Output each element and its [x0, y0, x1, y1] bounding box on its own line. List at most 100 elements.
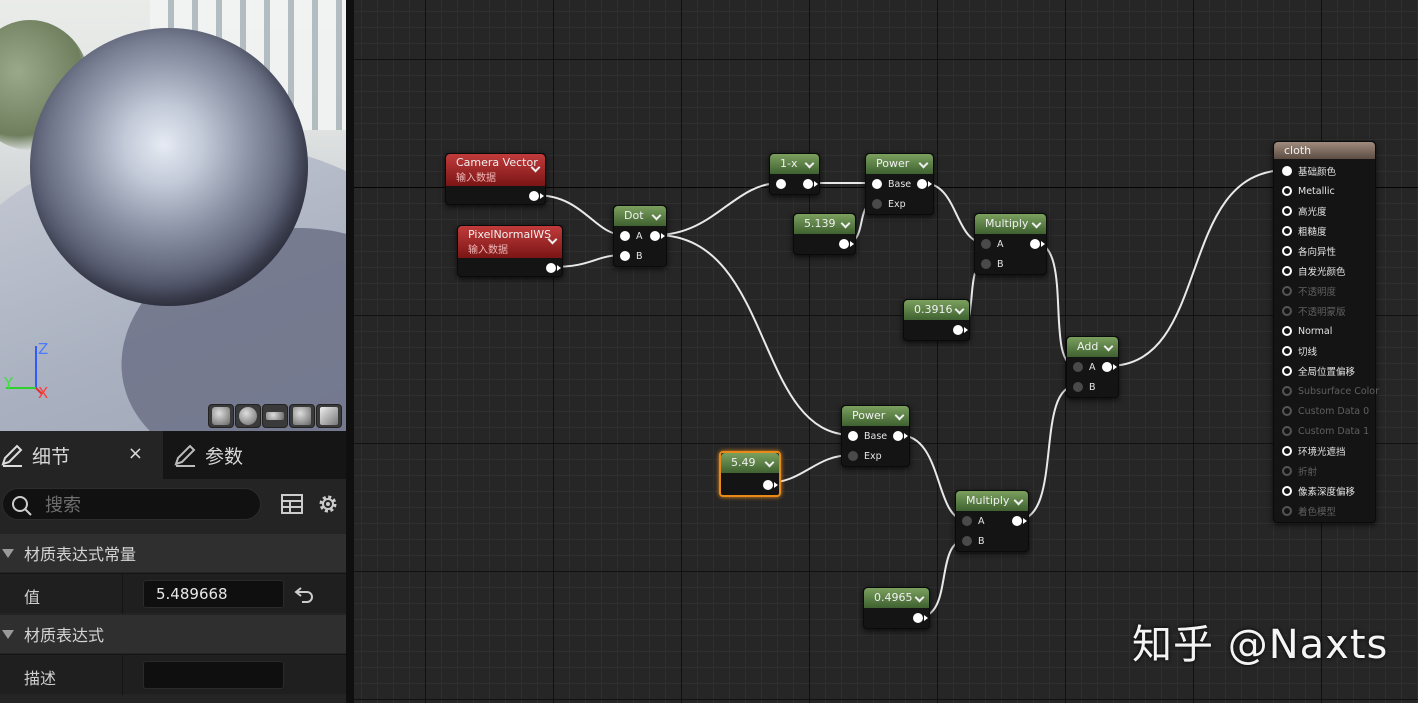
- search-input[interactable]: [45, 492, 245, 518]
- cylinder-preview-button[interactable]: [208, 404, 234, 428]
- output-pin[interactable]: [953, 325, 968, 335]
- material-input-pin[interactable]: [1282, 266, 1292, 276]
- node-constant-5139[interactable]: 5.139: [793, 213, 856, 255]
- chevron-down-icon[interactable]: [954, 304, 965, 315]
- close-icon[interactable]: ×: [127, 443, 143, 464]
- node-dot[interactable]: Dot A B: [613, 205, 667, 267]
- reset-to-default-icon[interactable]: [294, 585, 314, 603]
- node-header[interactable]: 0.3916: [904, 300, 969, 320]
- node-multiply-2[interactable]: Multiply A B: [955, 490, 1029, 552]
- node-header[interactable]: cloth: [1274, 142, 1375, 159]
- value-input[interactable]: [143, 580, 284, 608]
- gear-icon[interactable]: [315, 491, 341, 517]
- node-header[interactable]: 1-x: [770, 154, 819, 174]
- output-pin[interactable]: [1030, 239, 1045, 249]
- node-multiply-1[interactable]: Multiply A B: [974, 213, 1047, 275]
- input-pin[interactable]: [1073, 382, 1083, 392]
- input-pin[interactable]: [872, 179, 882, 189]
- chevron-down-icon[interactable]: [918, 158, 929, 169]
- chevron-down-icon[interactable]: [914, 592, 925, 603]
- input-pin[interactable]: [776, 179, 786, 189]
- node-header[interactable]: 0.4965: [864, 588, 929, 608]
- sphere-preview-button[interactable]: [235, 404, 261, 428]
- search-box[interactable]: [2, 488, 261, 520]
- output-pin[interactable]: [546, 263, 561, 273]
- node-constant-04965[interactable]: 0.4965: [863, 587, 930, 629]
- node-header[interactable]: 5.49: [721, 453, 779, 473]
- input-pin[interactable]: [872, 199, 882, 209]
- panel-splitter[interactable]: [346, 0, 354, 703]
- material-input-pin[interactable]: [1282, 226, 1292, 236]
- node-constant-549[interactable]: 5.49: [719, 451, 781, 497]
- section-expression[interactable]: 材质表达式: [0, 615, 346, 653]
- output-pin[interactable]: [913, 613, 928, 623]
- output-pin[interactable]: [803, 179, 818, 189]
- table-view-icon[interactable]: [280, 492, 304, 516]
- input-pin[interactable]: [848, 451, 858, 461]
- output-material-pin: 切线: [1282, 343, 1317, 359]
- input-pin[interactable]: [620, 251, 630, 261]
- material-input-pin[interactable]: [1282, 206, 1292, 216]
- output-pin[interactable]: [1012, 516, 1027, 526]
- material-input-pin[interactable]: [1282, 446, 1292, 456]
- node-power-2[interactable]: Power Base Exp: [841, 405, 910, 467]
- node-header[interactable]: Dot: [614, 206, 666, 226]
- cube-preview-button[interactable]: [289, 404, 315, 428]
- node-header[interactable]: Camera Vector 输入数据: [446, 154, 545, 186]
- chevron-down-icon[interactable]: [1013, 495, 1024, 506]
- input-pin[interactable]: [962, 536, 972, 546]
- chevron-down-icon[interactable]: [651, 210, 662, 221]
- material-preview-viewport[interactable]: Z Y X: [0, 0, 346, 431]
- material-input-pin[interactable]: [1282, 346, 1292, 356]
- node-pixel-normal-ws[interactable]: PixelNormalWS 输入数据: [457, 225, 563, 277]
- plane-preview-button[interactable]: [262, 404, 288, 428]
- input-pin[interactable]: [1073, 362, 1083, 372]
- node-header[interactable]: Power: [866, 154, 933, 174]
- chevron-down-icon[interactable]: [1031, 218, 1042, 229]
- material-input-pin[interactable]: [1282, 166, 1292, 176]
- pin-label: 着色模型: [1298, 507, 1337, 518]
- output-pin[interactable]: [529, 191, 544, 201]
- node-header[interactable]: Add: [1067, 337, 1118, 357]
- node-title: cloth: [1284, 144, 1312, 157]
- description-input[interactable]: [143, 661, 284, 689]
- material-input-pin[interactable]: [1282, 366, 1292, 376]
- input-pin[interactable]: [981, 239, 991, 249]
- output-pin[interactable]: [763, 480, 778, 490]
- output-pin[interactable]: [839, 239, 854, 249]
- tab-details[interactable]: 细节 ×: [0, 431, 163, 479]
- input-pin[interactable]: [848, 431, 858, 441]
- chevron-down-icon[interactable]: [894, 410, 905, 421]
- node-header[interactable]: Multiply: [956, 491, 1028, 511]
- input-pin[interactable]: [962, 516, 972, 526]
- node-header[interactable]: PixelNormalWS 输入数据: [458, 226, 562, 258]
- node-header[interactable]: Multiply: [975, 214, 1046, 234]
- output-pin[interactable]: [917, 179, 932, 189]
- node-add[interactable]: Add A B: [1066, 336, 1119, 398]
- node-header[interactable]: Power: [842, 406, 909, 426]
- material-input-pin[interactable]: [1282, 246, 1292, 256]
- material-graph-canvas[interactable]: Camera Vector 输入数据 PixelNormalWS 输入数据 Do…: [354, 0, 1418, 703]
- input-pin-exp: Exp: [848, 448, 882, 464]
- chevron-down-icon[interactable]: [764, 457, 775, 468]
- material-input-pin[interactable]: [1282, 186, 1292, 196]
- tab-parameters[interactable]: 参数: [163, 431, 346, 479]
- input-pin[interactable]: [620, 231, 630, 241]
- node-camera-vector[interactable]: Camera Vector 输入数据: [445, 153, 546, 205]
- chevron-down-icon[interactable]: [840, 218, 851, 229]
- node-power-1[interactable]: Power Base Exp: [865, 153, 934, 215]
- output-pin[interactable]: [1102, 362, 1117, 372]
- chevron-down-icon[interactable]: [1103, 341, 1114, 352]
- input-pin[interactable]: [981, 259, 991, 269]
- chevron-down-icon[interactable]: [804, 158, 815, 169]
- output-pin[interactable]: [893, 431, 908, 441]
- section-expression-constant[interactable]: 材质表达式常量: [0, 534, 346, 572]
- node-header[interactable]: 5.139: [794, 214, 855, 234]
- node-constant-03916[interactable]: 0.3916: [903, 299, 970, 341]
- material-input-pin[interactable]: [1282, 486, 1292, 496]
- node-one-minus[interactable]: 1-x: [769, 153, 820, 195]
- material-input-pin[interactable]: [1282, 326, 1292, 336]
- custom-mesh-preview-button[interactable]: [316, 404, 342, 428]
- output-pin[interactable]: [650, 231, 665, 241]
